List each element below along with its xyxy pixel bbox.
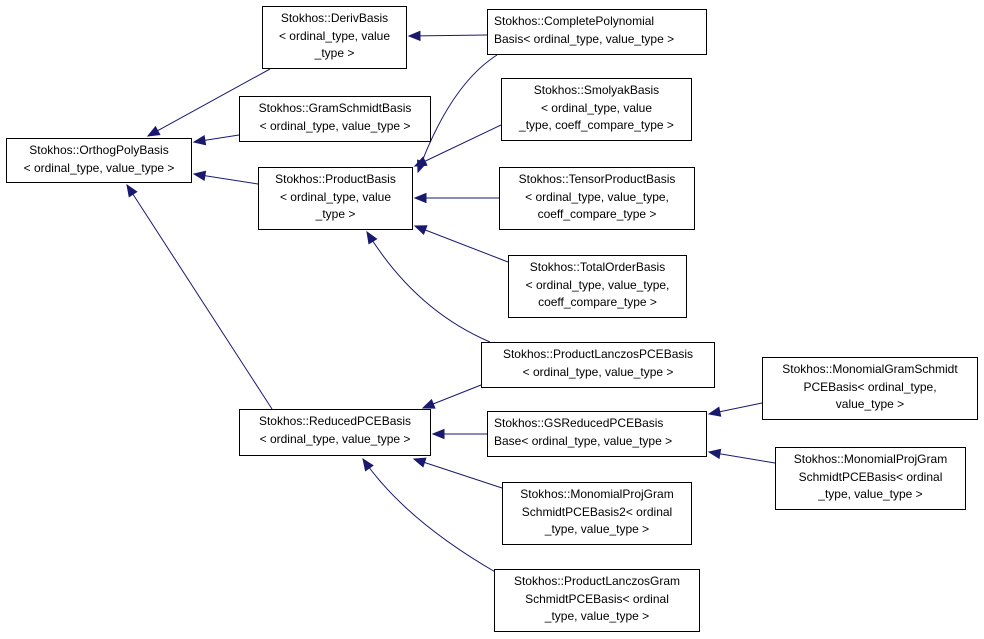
node-total-order-basis[interactable]: Stokhos::TotalOrderBasis < ordinal_type,… <box>508 255 687 318</box>
arrowhead-icon <box>126 183 138 198</box>
node-gram-schmidt-basis[interactable]: Stokhos::GramSchmidtBasis < ordinal_type… <box>239 96 431 142</box>
node-label-line: value_type > <box>835 397 905 411</box>
node-label-line: Stokhos::ReducedPCEBasis <box>258 414 412 428</box>
edge-lanczosgs-to-reduced <box>362 457 498 574</box>
arrowhead-icon <box>362 457 374 472</box>
node-label-line: Stokhos::SmolyakBasis <box>533 83 660 97</box>
edge-line <box>147 68 271 137</box>
node-monomial-proj-gram-schmidt-pce-basis2[interactable]: Stokhos::MonomialProjGram SchmidtPCEBasi… <box>502 482 692 545</box>
edge-product-to-orthog <box>192 170 259 185</box>
node-label-line: coeff_compare_type > <box>537 207 657 221</box>
arrowhead-icon <box>192 135 207 146</box>
edge-line <box>408 34 488 37</box>
node-label-line: < ordinal_type, value <box>540 100 653 115</box>
edge-monoprojgs-to-gsreduced <box>707 448 776 464</box>
node-label-line: Stokhos::TotalOrderBasis <box>529 260 666 274</box>
node-label-line: < ordinal_type, value <box>279 189 392 204</box>
arrowhead-icon <box>431 428 445 440</box>
node-monomial-gram-schmidt-pce-basis[interactable]: Stokhos::MonomialGramSchmidt PCEBasis< o… <box>762 357 978 420</box>
node-label-line: SchmidtPCEBasis< ordinal <box>798 469 943 484</box>
node-orthog-poly-basis[interactable]: Stokhos::OrthogPolyBasis < ordinal_type,… <box>6 138 192 183</box>
node-label-line: < ordinal_type, value_type > <box>522 364 674 379</box>
edge-complete-to-deriv <box>407 30 488 42</box>
node-label-line: Stokhos::DerivBasis <box>280 11 389 25</box>
node-label-line: Stokhos::MonomialProjGram <box>793 452 948 466</box>
edge-gramschmidt-to-orthog <box>192 134 240 146</box>
node-complete-polynomial-basis[interactable]: Stokhos::CompletePolynomial Basis< ordin… <box>487 9 707 55</box>
node-label-line: < ordinal_type, value_type > <box>259 118 411 133</box>
node-product-basis[interactable]: Stokhos::ProductBasis < ordinal_type, va… <box>258 167 413 230</box>
edge-reduced-to-orthog <box>126 183 273 410</box>
node-product-lanczos-pce-basis[interactable]: Stokhos::ProductLanczosPCEBasis < ordina… <box>481 342 715 388</box>
node-product-lanczos-gram-schmidt-pce-basis[interactable]: Stokhos::ProductLanczosGram SchmidtPCEBa… <box>494 569 700 632</box>
edge-line <box>417 54 498 173</box>
node-label-line: PCEBasis< ordinal_type, <box>803 379 937 394</box>
arrowhead-icon <box>413 192 427 204</box>
arrowhead-icon <box>366 230 378 245</box>
node-label-line: < ordinal_type, value <box>278 28 391 43</box>
arrowhead-icon <box>412 457 427 468</box>
arrowhead-icon <box>413 225 428 236</box>
node-label-line: < ordinal_type, value_type, <box>525 277 670 292</box>
node-label-line: < ordinal_type, value_type > <box>23 160 175 175</box>
node-label-line: Stokhos::GSReducedPCEBasis <box>494 416 664 430</box>
node-label-line: Base< ordinal_type, value_type > <box>494 433 673 448</box>
node-label-line: _type, value_type > <box>544 522 650 536</box>
node-label-line: < ordinal_type, value_type, <box>525 189 669 204</box>
node-monomial-proj-gram-schmidt-pce-basis[interactable]: Stokhos::MonomialProjGram SchmidtPCEBasi… <box>775 447 966 510</box>
arrowhead-icon <box>421 398 436 409</box>
node-tensor-product-basis[interactable]: Stokhos::TensorProductBasis < ordinal_ty… <box>499 167 695 230</box>
arrowhead-icon <box>192 170 207 181</box>
edge-line <box>126 184 273 410</box>
node-deriv-basis[interactable]: Stokhos::DerivBasis < ordinal_type, valu… <box>262 6 407 69</box>
edge-monoprojgs2-to-reduced <box>412 457 503 489</box>
node-smolyak-basis[interactable]: Stokhos::SmolyakBasis < ordinal_type, va… <box>501 78 692 141</box>
node-label-line: SchmidtPCEBasis< ordinal <box>525 591 669 606</box>
arrowhead-icon <box>707 406 722 417</box>
node-label-line: Stokhos::MonomialProjGram <box>520 487 674 501</box>
node-label-line: _type, value_type > <box>544 609 650 623</box>
edge-line <box>362 458 498 574</box>
edge-deriv-to-orthog <box>146 68 271 137</box>
edge-monogs-to-gsreduced <box>707 402 763 417</box>
node-gs-reduced-pce-basis-base[interactable]: Stokhos::GSReducedPCEBasis Base< ordinal… <box>487 411 707 457</box>
node-label-line: _type > <box>315 207 356 221</box>
node-label-line: Stokhos::MonomialGramSchmidt <box>782 362 958 376</box>
node-label-line: Stokhos::ProductLanczosPCEBasis <box>502 347 694 361</box>
node-label-line: Stokhos::ProductBasis <box>275 172 396 186</box>
edge-lanczos-to-reduced <box>421 384 482 409</box>
edge-totalorder-to-product <box>413 225 509 263</box>
node-label-line: Stokhos::ProductLanczosGram <box>513 574 681 588</box>
node-label-line: _type, value_type > <box>818 487 923 501</box>
arrowhead-icon <box>407 30 421 42</box>
edge-smolyak-to-product <box>413 124 502 167</box>
arrowhead-icon <box>146 125 161 137</box>
node-label-line: coeff_compare_type > <box>538 295 657 309</box>
node-reduced-pce-basis[interactable]: Stokhos::ReducedPCEBasis < ordinal_type,… <box>239 409 431 456</box>
edge-line <box>413 458 503 489</box>
edge-tensor-to-product <box>413 192 499 204</box>
node-label-line: Basis< ordinal_type, value_type > <box>494 31 675 46</box>
node-label-line: Stokhos::CompletePolynomial <box>494 14 655 28</box>
arrowhead-icon <box>707 448 722 460</box>
node-label-line: _type > <box>314 46 355 60</box>
node-label-line: Stokhos::GramSchmidtBasis <box>258 101 412 115</box>
node-label-line: _type, coeff_compare_type > <box>519 118 674 132</box>
edge-line <box>366 231 491 343</box>
arrowhead-icon <box>413 156 428 167</box>
edge-line <box>414 124 502 167</box>
node-label-line: Stokhos::TensorProductBasis <box>518 172 676 186</box>
node-label-line: Stokhos::OrthogPolyBasis <box>29 143 169 157</box>
node-label-line: < ordinal_type, value_type > <box>259 431 411 446</box>
edge-gsreduced-to-reduced <box>431 428 487 440</box>
edge-line <box>414 225 509 263</box>
node-label-line: SchmidtPCEBasis2< ordinal <box>521 504 673 519</box>
edge-lanczos-to-product <box>366 230 491 343</box>
